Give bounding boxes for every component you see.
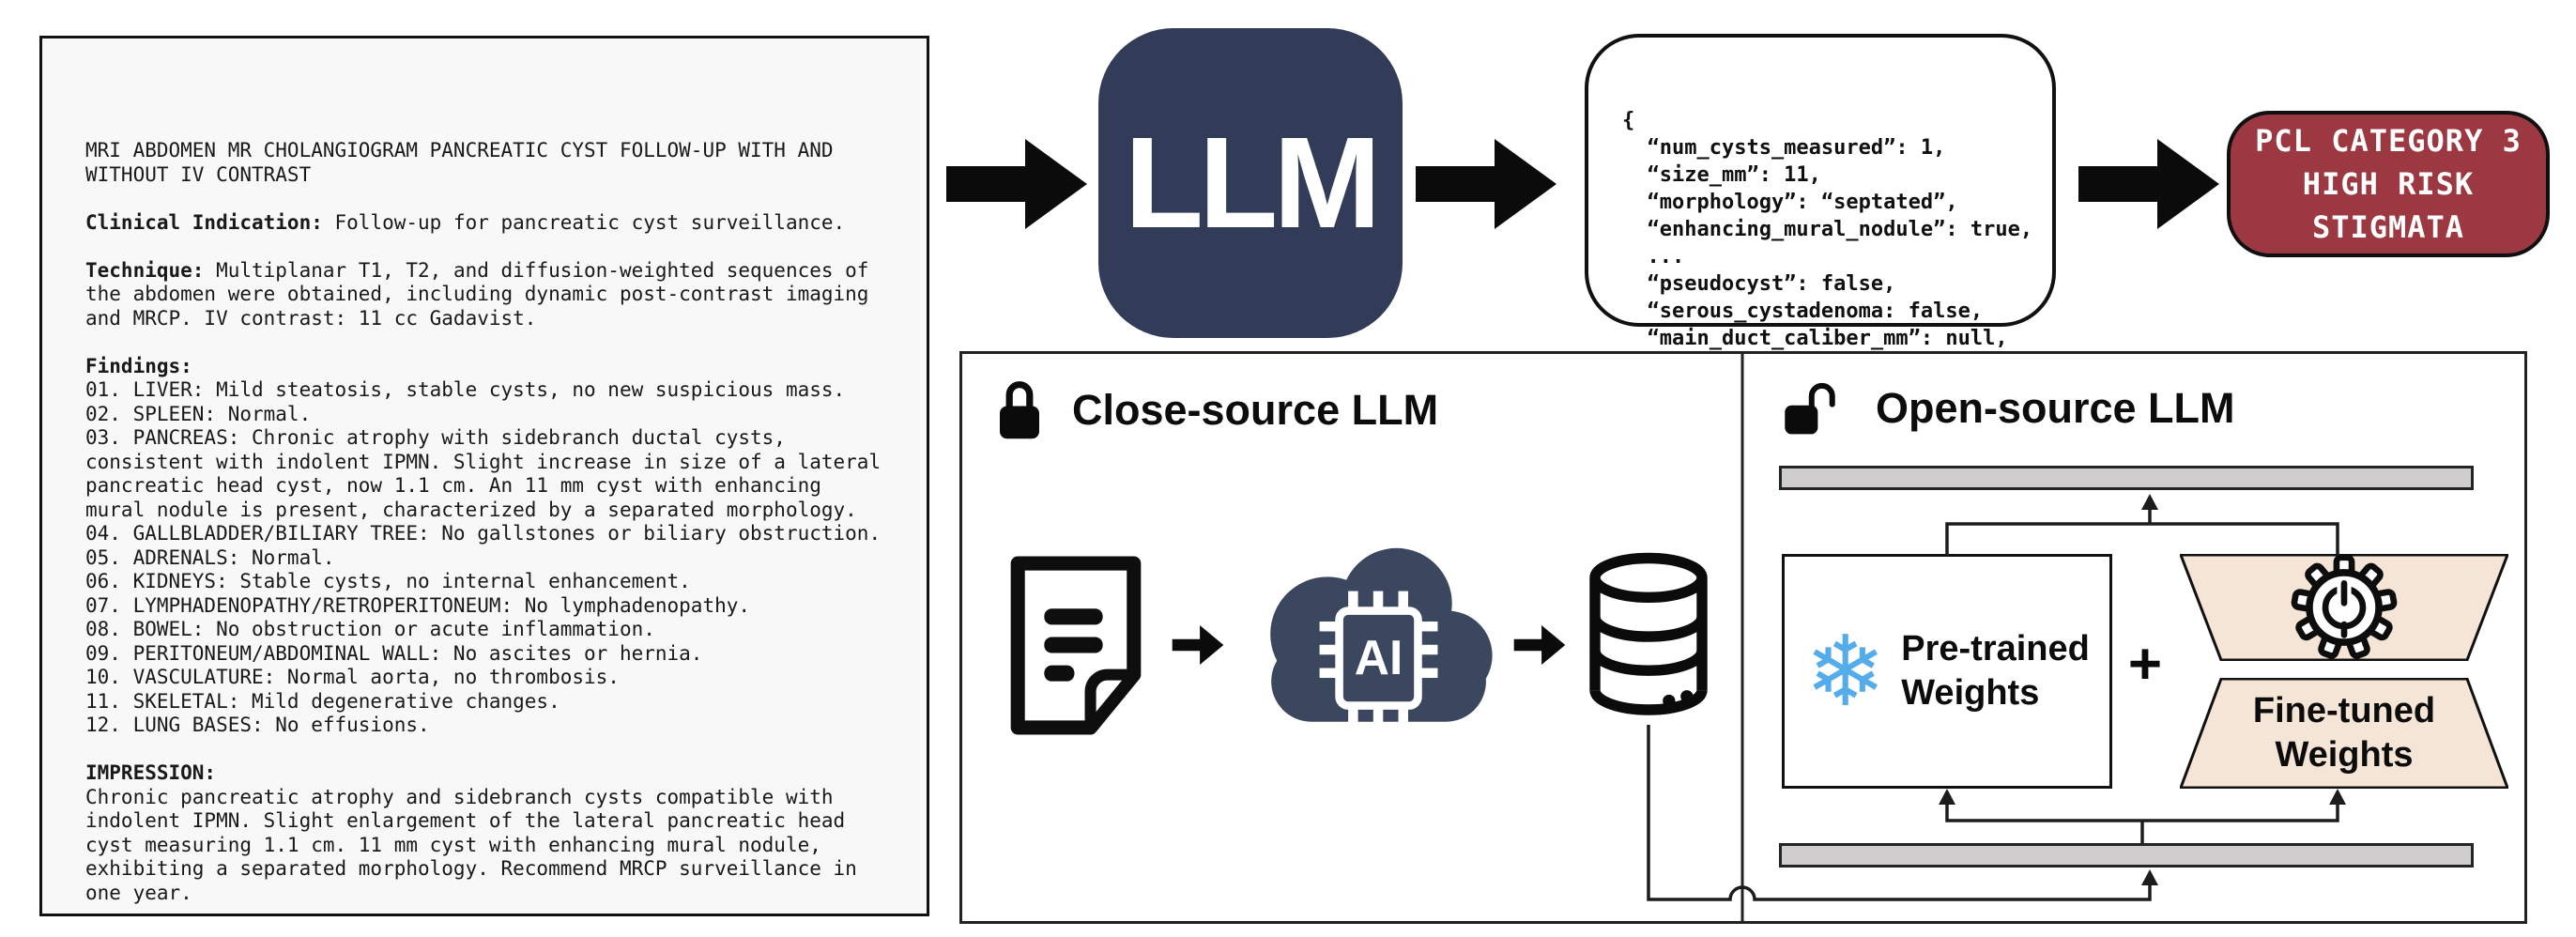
pcl-result-line: STIGMATA [2311,209,2465,245]
closed-lock-icon [991,372,1048,448]
gray-bar-top [1779,466,2474,490]
report-line: IMPRESSION: [85,761,217,784]
json-line: “num_cysts_measured”: 1, [1622,136,1946,160]
report-line: 08. BOWEL: No obstruction or acute infla… [85,618,655,640]
plus-sign: + [2127,632,2163,697]
ai-label: AI [1355,630,1403,684]
arrow-right-icon [946,139,1087,229]
report-line: consistent with indolent IPMN. Slight in… [85,450,882,473]
report-line: 05. ADRENALS: Normal. [85,545,335,569]
pcl-result-line: PCL CATEGORY 3 [2255,123,2522,159]
report-line: Chronic pancreatic atrophy and sidebranc… [85,785,834,808]
pretrained-label-line: Pre-trained [1901,629,2090,668]
json-line: ... [1622,245,1685,269]
close-source-header: Close-source LLM [991,372,1438,448]
document-icon [993,550,1158,744]
json-line: “pseudocyst”: false, [1622,272,1896,296]
llm-icon: LLM [1098,28,1403,338]
report-line: 06. KIDNEYS: Stable cysts, no internal e… [85,570,691,592]
report-line: indolent IPMN. Slight enlargement of the… [85,809,846,832]
llm-label: LLM [1124,110,1382,255]
report-line: Findings: [85,354,192,377]
ai-cloud-icon: AI [1235,528,1504,753]
open-source-title: Open-source LLM [1876,383,2235,432]
json-line: “serous_cystadenoma: false, [1622,300,1984,323]
json-output-box: { “num_cysts_measured”: 1, “size_mm”: 11… [1585,34,2056,377]
report-line: MRI ABDOMEN MR CHOLANGIOGRAM PANCREATIC … [85,139,834,161]
finetuned-label-line: Weights [2275,735,2414,775]
json-line: “enhancing_mural_nodule”: true, [1622,218,2033,241]
arrow-right-icon [1513,625,1566,665]
arrow-right-icon [1416,139,1556,229]
report-line: exhibiting a separated morphology. Recom… [85,857,857,880]
report-line: cyst measuring 1.1 cm. 11 mm cyst with e… [85,833,821,856]
pcl-result-line: HIGH RISK [2302,166,2475,202]
report-line [85,187,885,211]
report-line: 11. SKELETAL: Mild degenerative changes. [85,689,560,713]
report-line: 03. PANCREAS: Chronic atrophy with sideb… [85,426,786,449]
report-line: mural nodule is present, characterized b… [85,498,857,521]
report-text: MRI ABDOMEN MR CHOLANGIOGRAM PANCREATIC … [85,139,885,905]
radiology-report-panel: MRI ABDOMEN MR CHOLANGIOGRAM PANCREATIC … [39,36,929,916]
pretrained-label-line: Weights [1901,673,2040,713]
report-line: Clinical Indication: Follow-up for pancr… [85,210,846,234]
finetuned-label-line: Fine-tuned [2252,691,2436,730]
report-line: 09. PERITONEUM/ABDOMINAL WALL: No ascite… [85,641,703,665]
report-line [85,738,885,762]
report-line: the abdomen were obtained, including dyn… [85,283,869,305]
open-source-header: Open-source LLM [1782,369,2235,447]
report-line: WITHOUT IV CONTRAST [85,162,312,186]
report-line: 10. VASCULATURE: Normal aorta, no thromb… [85,666,620,688]
close-source-title: Close-source LLM [1072,385,1439,434]
report-line: Technique: Multiplanar T1, T2, and diffu… [85,258,869,282]
report-line [85,235,885,259]
report-line: 01. LIVER: Mild steatosis, stable cysts,… [85,378,846,401]
report-line [85,330,885,355]
snowflake-icon: ❄ [1804,614,1887,729]
report-line: and MRCP. IV contrast: 11 cc Gadavist. [85,306,537,330]
report-line: 07. LYMPHADENOPATHY/RETROPERITONEUM: No … [85,593,751,617]
json-line: “morphology”: “septated”, [1622,191,1958,214]
report-line: 12. LUNG BASES: No effusions. [85,714,430,736]
report-line: one year. [85,881,192,904]
report-line: 04. GALLBLADDER/BILIARY TREE: No gallsto… [85,522,882,545]
gear-trapezoid [2180,554,2508,661]
report-line: pancreatic head cyst, now 1.1 cm. An 11 … [85,474,821,497]
pcl-result-badge: PCL CATEGORY 3 HIGH RISK STIGMATA [2227,111,2550,257]
gray-bar-bottom [1779,843,2474,868]
arrow-right-icon [1172,625,1224,665]
json-line: { [1622,109,1635,132]
arrow-right-icon [2078,139,2219,229]
json-line: “size_mm”: 11, [1622,163,1821,187]
report-line: 02. SPLEEN: Normal. [85,402,312,425]
json-line: “main_duct_caliber_mm”: null, [1622,327,2008,350]
open-lock-icon [1782,369,1851,447]
json-text: { “num_cysts_measured”: 1, “size_mm”: 11… [1622,107,2052,379]
database-icon [1577,548,1720,729]
